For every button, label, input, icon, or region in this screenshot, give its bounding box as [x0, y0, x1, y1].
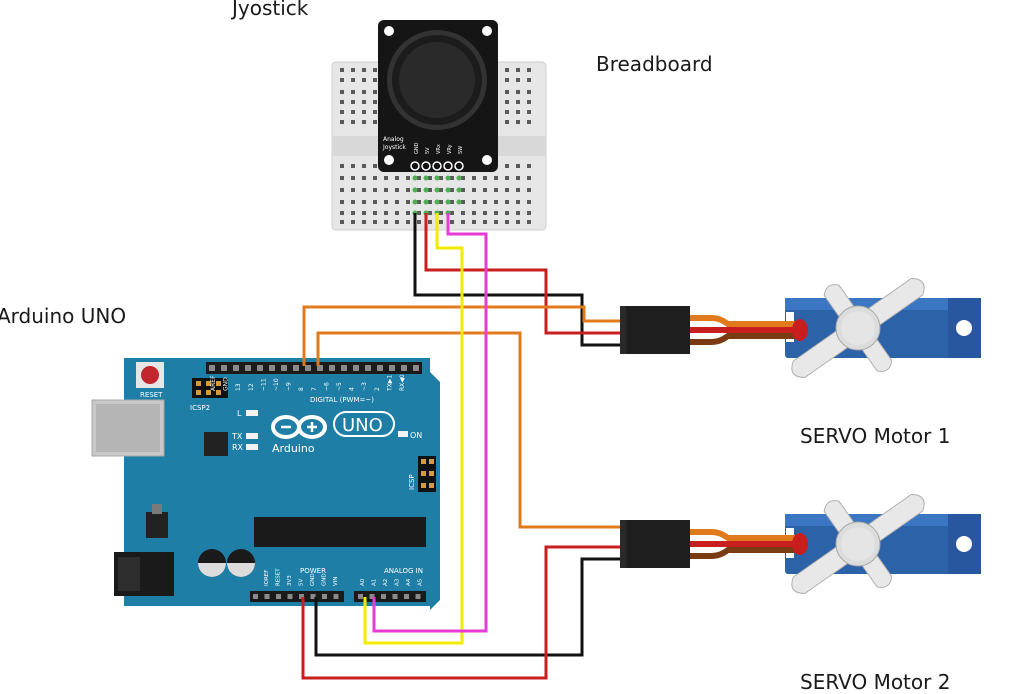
power-label: POWER	[300, 567, 326, 575]
joystick-header-pins	[410, 161, 464, 171]
joystick-pin-label: 5V	[425, 147, 431, 154]
digital-pin-label: 2	[374, 387, 381, 391]
digital-pin-label: ~9	[286, 382, 293, 391]
digital-label: DIGITAL (PWM=~)	[310, 396, 374, 404]
label-servo-1: SERVO Motor 1	[800, 424, 951, 448]
breadboard-holes	[340, 68, 531, 224]
power-pin-label: IOREF	[264, 570, 270, 586]
power-pin-label: RESET	[276, 568, 282, 586]
led-l-label: L	[237, 409, 242, 418]
analog-label: ANALOG IN	[384, 567, 423, 575]
label-breadboard: Breadboard	[596, 52, 713, 76]
led-tx-label: TX	[231, 432, 243, 441]
servo-cable-1	[687, 315, 808, 345]
digital-pin-label: 7	[311, 387, 318, 391]
capacitors	[198, 549, 255, 577]
digital-pin-label: 8	[298, 387, 305, 391]
power-pin-label: 5V	[299, 579, 305, 586]
power-pin-label: VIN	[333, 577, 339, 587]
servo-connector-1	[620, 306, 690, 354]
analog-pin-label: A4	[406, 578, 412, 586]
servo-motor-2	[785, 494, 981, 594]
joystick-caption-2: Joystick	[382, 144, 406, 151]
digital-pin-label: TX▶1	[386, 375, 393, 392]
power-pin-label: 3V3	[287, 575, 293, 586]
power-pin-label: GND	[310, 573, 316, 586]
label-arduino: Arduino UNO	[0, 304, 127, 328]
digital-pin-label: ~6	[323, 382, 330, 391]
joystick-pin-label: VRy	[447, 144, 453, 154]
servo-motor-1	[785, 278, 981, 378]
digital-pin-label: ~5	[336, 382, 343, 391]
joystick-pin-label: GND	[414, 142, 420, 154]
model-label: UNO	[342, 415, 383, 436]
icsp2-label: ICSP2	[190, 404, 210, 412]
digital-pin-label: AREF	[210, 375, 217, 391]
brand-label: Arduino	[272, 442, 315, 455]
digital-pin-label: 4	[349, 387, 356, 391]
analog-pin-labels: A0 A1 A2 A3 A4 A5	[360, 578, 424, 586]
joystick-pin-label: VRx	[436, 144, 442, 154]
servo-cable-2	[687, 529, 808, 559]
digital-pin-label: 12	[248, 383, 255, 391]
label-servo-2: SERVO Motor 2	[800, 670, 951, 694]
reset-label: RESET	[140, 391, 163, 399]
analog-pin-label: A0	[360, 578, 366, 586]
on-label: ON	[410, 431, 422, 440]
digital-pin-label: GND	[223, 377, 230, 391]
digital-pin-label: ~3	[361, 382, 368, 391]
servo-connector-2	[620, 520, 690, 568]
wires	[301, 213, 622, 680]
analog-pin-label: A1	[372, 579, 378, 586]
arduino-logo-icon	[271, 415, 327, 439]
joystick-pin-label: SW	[458, 146, 464, 154]
joystick-module: Analog Joystick GND 5V VRx VRy SW	[378, 20, 498, 172]
analog-pin-label: A5	[418, 578, 424, 586]
icsp-label: ICSP	[408, 474, 416, 490]
digital-pin-labels: AREF GND 13 12 ~11 ~10 ~9 8 7 ~6 ~5 4 ~3 2 TX▶1 RX◀0	[210, 374, 406, 392]
led-rx-label: RX	[232, 443, 244, 452]
analog-pin-label: A2	[383, 579, 389, 586]
digital-pin-label: ~10	[273, 378, 280, 391]
power-pin-labels: IOREF RESET 3V3 5V GND GND VIN	[264, 568, 339, 586]
bottom-header-holes	[253, 594, 421, 599]
digital-pin-label: 13	[235, 383, 242, 391]
joystick-caption-1: Analog	[383, 136, 404, 143]
digital-pin-label: RX◀0	[399, 374, 406, 391]
digital-pin-label: ~11	[260, 378, 267, 391]
label-joystick: Jyostick	[232, 0, 309, 20]
power-pin-label: GND	[322, 573, 328, 586]
digital-header-holes	[209, 365, 419, 371]
analog-pin-label: A3	[395, 578, 401, 586]
